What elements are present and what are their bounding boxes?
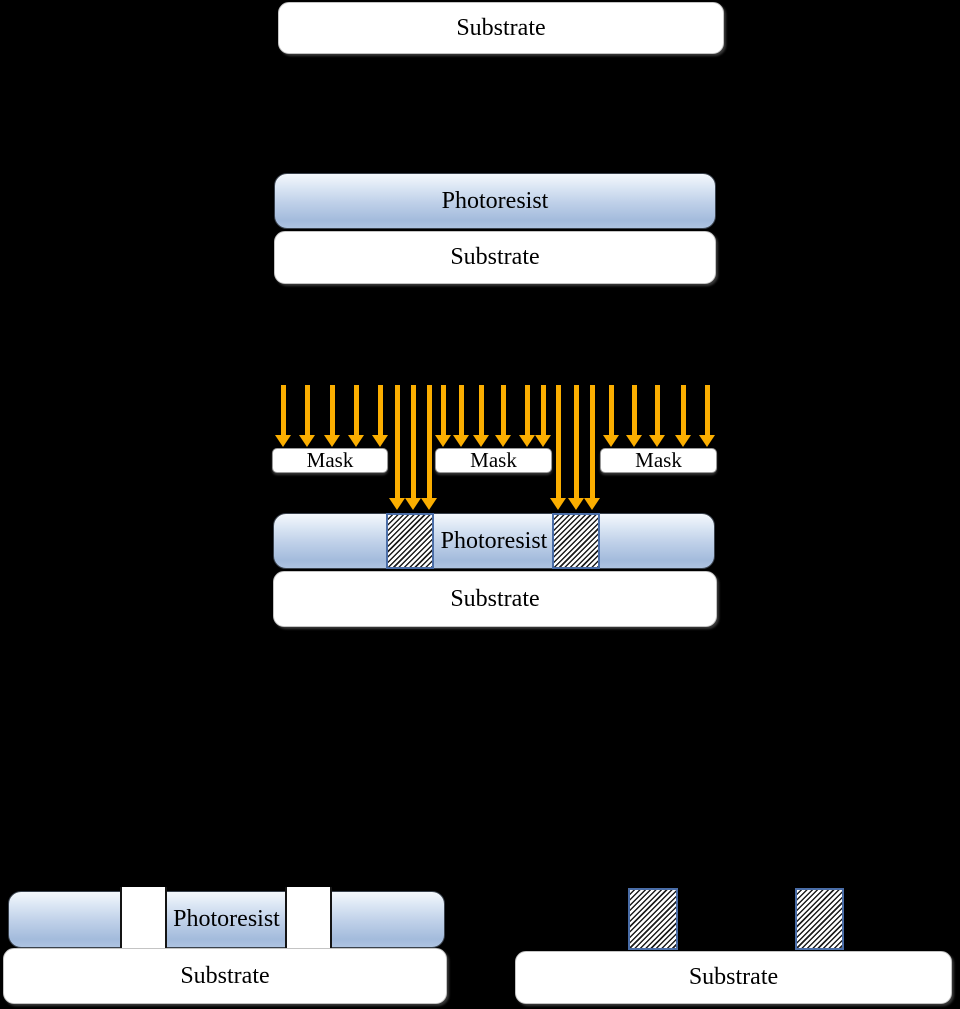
- mask-box: Mask: [272, 448, 388, 473]
- uv-arrow-shaft: [410, 385, 416, 498]
- uv-arrow-head: [421, 498, 437, 510]
- uv-arrow-head: [535, 435, 551, 447]
- exposed-photoresist-region: [552, 513, 600, 569]
- uv-arrow-head: [405, 498, 421, 510]
- uv-arrow-head: [348, 435, 364, 447]
- uv-arrow-head: [584, 498, 600, 510]
- step5-substrate-box: Substrate: [515, 951, 952, 1004]
- uv-arrow-shaft: [524, 385, 530, 435]
- uv-arrow-head: [435, 435, 451, 447]
- uv-light-arrow-long: [405, 385, 421, 510]
- uv-light-arrow-long: [421, 385, 437, 510]
- uv-light-arrow-short: [626, 385, 642, 447]
- mask-box: Mask: [600, 448, 717, 473]
- uv-light-arrow-short: [535, 385, 551, 447]
- uv-arrow-head: [372, 435, 388, 447]
- uv-arrow-shaft: [458, 385, 464, 435]
- uv-light-arrow-short: [435, 385, 451, 447]
- uv-arrow-shaft: [304, 385, 310, 435]
- uv-arrow-head: [299, 435, 315, 447]
- uv-arrow-head: [568, 498, 584, 510]
- uv-arrow-shaft: [500, 385, 506, 435]
- uv-light-arrow-short: [495, 385, 511, 447]
- uv-arrow-shaft: [608, 385, 614, 435]
- uv-arrow-head: [550, 498, 566, 510]
- step3-substrate-box: Substrate: [273, 571, 717, 627]
- uv-arrow-shaft: [540, 385, 546, 435]
- uv-arrow-shaft: [478, 385, 484, 435]
- uv-arrow-shaft: [377, 385, 383, 435]
- uv-arrow-shaft: [353, 385, 359, 435]
- uv-light-arrow-long: [568, 385, 584, 510]
- uv-arrow-head: [389, 498, 405, 510]
- uv-arrow-head: [626, 435, 642, 447]
- uv-arrow-head: [495, 435, 511, 447]
- uv-light-arrow-short: [324, 385, 340, 447]
- uv-light-arrow-short: [519, 385, 535, 447]
- step2-photoresist-label: Photoresist: [441, 187, 549, 214]
- uv-arrow-head: [324, 435, 340, 447]
- uv-arrow-shaft: [704, 385, 710, 435]
- step2-photoresist-box: Photoresist: [274, 173, 716, 229]
- uv-arrow-head: [649, 435, 665, 447]
- step3-photoresist-box: Photoresist: [273, 513, 715, 569]
- uv-arrow-head: [473, 435, 489, 447]
- step4-photoresist-label: Photoresist: [173, 906, 280, 932]
- step2-substrate-box: Substrate: [274, 231, 716, 284]
- uv-arrow-shaft: [631, 385, 637, 435]
- developed-gap: [285, 887, 332, 948]
- step1-substrate-label: Substrate: [456, 14, 546, 41]
- uv-light-arrow-short: [603, 385, 619, 447]
- step1-substrate-box: Substrate: [278, 2, 724, 54]
- uv-arrow-shaft: [394, 385, 400, 498]
- uv-arrow-head: [453, 435, 469, 447]
- uv-arrow-head: [603, 435, 619, 447]
- exposed-photoresist-region: [386, 513, 434, 569]
- uv-light-arrow-short: [348, 385, 364, 447]
- step4-photoresist-box: Photoresist: [8, 891, 445, 948]
- uv-arrow-head: [699, 435, 715, 447]
- developed-gap: [120, 887, 167, 948]
- patterned-resist-block: [628, 888, 678, 950]
- uv-light-arrow-short: [699, 385, 715, 447]
- uv-arrow-shaft: [555, 385, 561, 498]
- uv-light-arrow-long: [550, 385, 566, 510]
- uv-light-arrow-short: [453, 385, 469, 447]
- step5-substrate-label: Substrate: [688, 964, 779, 990]
- uv-arrow-shaft: [589, 385, 595, 498]
- uv-light-arrow-short: [275, 385, 291, 447]
- uv-light-arrow-long: [584, 385, 600, 510]
- step2-substrate-label: Substrate: [450, 244, 540, 270]
- uv-arrow-head: [519, 435, 535, 447]
- patterned-resist-block: [795, 888, 844, 950]
- uv-arrow-shaft: [440, 385, 446, 435]
- uv-light-arrow-long: [389, 385, 405, 510]
- step3-substrate-label: Substrate: [450, 585, 540, 612]
- step4-substrate-box: Substrate: [3, 948, 447, 1004]
- uv-light-arrow-short: [649, 385, 665, 447]
- uv-light-arrow-short: [473, 385, 489, 447]
- step4-substrate-label: Substrate: [180, 962, 270, 989]
- uv-arrow-shaft: [280, 385, 286, 435]
- mask-box: Mask: [435, 448, 552, 473]
- uv-light-arrow-short: [675, 385, 691, 447]
- step3-photoresist-label: Photoresist: [440, 527, 548, 554]
- uv-arrow-shaft: [680, 385, 686, 435]
- uv-arrow-shaft: [329, 385, 335, 435]
- uv-arrow-shaft: [426, 385, 432, 498]
- uv-light-arrow-short: [372, 385, 388, 447]
- uv-arrow-head: [275, 435, 291, 447]
- uv-arrow-shaft: [573, 385, 579, 498]
- uv-arrow-head: [675, 435, 691, 447]
- uv-light-arrow-short: [299, 385, 315, 447]
- uv-arrow-shaft: [654, 385, 660, 435]
